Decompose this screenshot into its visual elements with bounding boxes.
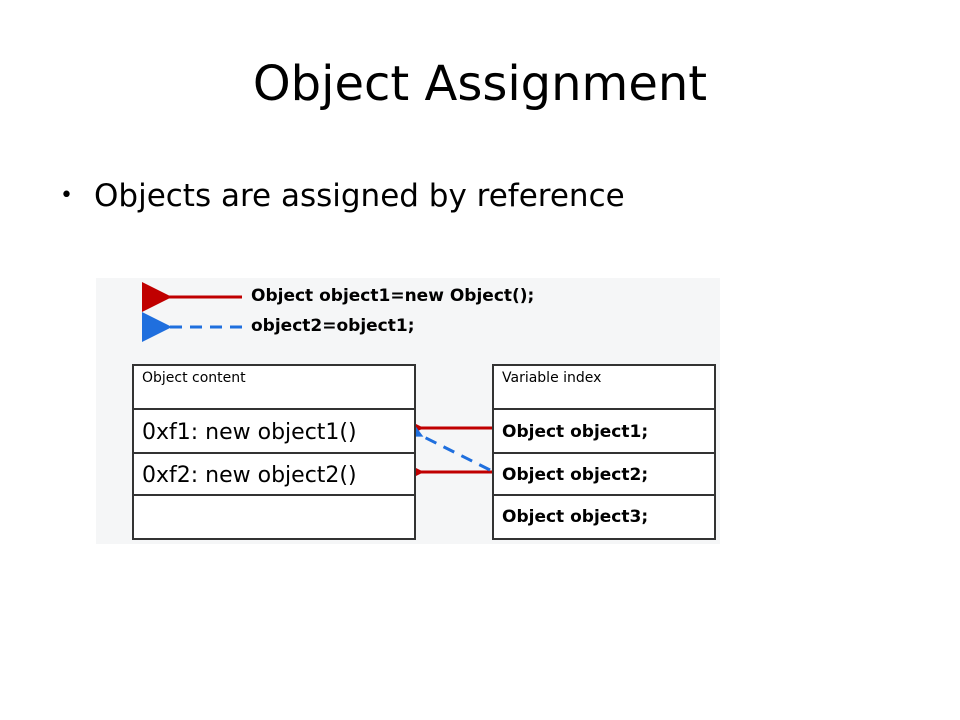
bullet-text: Objects are assigned by reference (94, 178, 625, 214)
object2-assignment-dashed-arrow (389, 409, 491, 472)
variable-index-table: Variable index Object object1; Object ob… (492, 364, 716, 540)
variable-row-2: Object object2; (494, 452, 714, 496)
diagram-arrows (142, 282, 492, 487)
variable-row-3: Object object3; (494, 494, 714, 538)
reference-diagram: Object object1=new Object(); object2=obj… (96, 278, 720, 544)
slide-title: Object Assignment (252, 56, 708, 112)
bullet-icon: • (60, 183, 73, 208)
variable-table-header: Variable index (502, 370, 602, 386)
legend-solid-label: Object object1=new Object(); (251, 286, 535, 306)
object-row-2: 0xf2: new object2() (134, 452, 414, 496)
object-row-1: 0xf1: new object1() (134, 408, 414, 454)
legend-dashed-label: object2=object1; (251, 316, 415, 336)
variable-row-1: Object object1; (494, 408, 714, 454)
object-content-table: Object content 0xf1: new object1() 0xf2:… (132, 364, 416, 540)
object-table-header: Object content (142, 370, 246, 386)
bullet-item: • Objects are assigned by reference (60, 178, 625, 214)
object-row-3 (134, 494, 414, 538)
